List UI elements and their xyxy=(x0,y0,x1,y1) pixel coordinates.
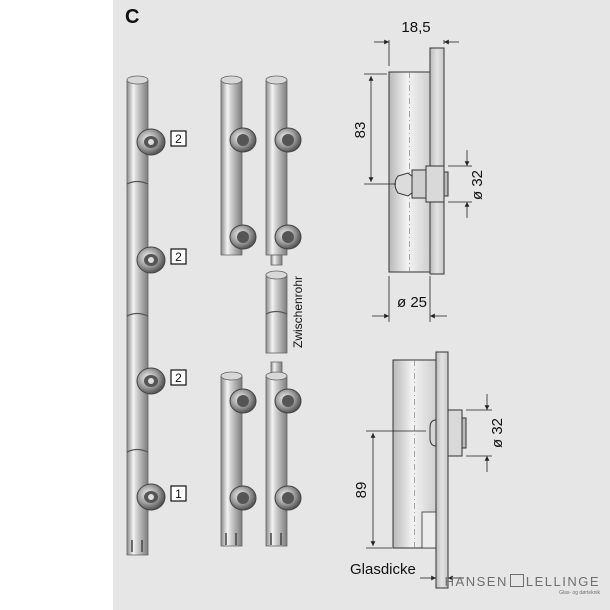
short-tube-top-right xyxy=(265,75,302,266)
badge-2: 2 xyxy=(170,130,187,147)
long-tube-assembly xyxy=(126,75,166,556)
dim-height-bottom: 89 xyxy=(353,482,370,499)
knob xyxy=(274,127,302,153)
knob xyxy=(274,485,302,511)
knob xyxy=(274,224,302,250)
dim-height-top: 83 xyxy=(352,122,369,139)
brand-logo-icon xyxy=(509,574,524,587)
dim-knob-diameter-top: ø 32 xyxy=(469,170,486,200)
knob xyxy=(229,127,257,153)
brand-tagline: Glas- og dørteknik xyxy=(559,590,600,596)
knob xyxy=(136,367,166,395)
short-tube-bottom-left xyxy=(220,371,257,547)
section-letter: C xyxy=(125,6,140,28)
knob xyxy=(229,224,257,250)
top-section-drawing xyxy=(364,39,472,322)
svg-text:2: 2 xyxy=(175,250,182,264)
badge-2: 2 xyxy=(170,369,187,386)
badge-1: 1 xyxy=(170,485,187,502)
dim-tube-diameter: ø 25 xyxy=(397,294,427,311)
brand-watermark: HANSEN LELLINGE Glas- og dørteknik xyxy=(445,574,600,596)
glasdicke-label: Glasdicke xyxy=(350,561,416,578)
short-tube-bottom-right xyxy=(265,361,302,547)
diagram-panel xyxy=(113,0,610,610)
knob xyxy=(274,388,302,414)
dim-width: 18,5 xyxy=(401,19,430,36)
svg-text:2: 2 xyxy=(175,371,182,385)
zwischenrohr-label: Zwischenrohr xyxy=(291,276,305,348)
knob xyxy=(229,485,257,511)
intermediate-tube xyxy=(265,270,288,354)
brand-name-left: HANSEN xyxy=(444,574,508,589)
svg-text:2: 2 xyxy=(175,132,182,146)
bottom-section-drawing xyxy=(366,351,492,589)
knob xyxy=(229,388,257,414)
svg-text:1: 1 xyxy=(175,487,182,501)
knob xyxy=(136,128,166,156)
short-tube-top-left xyxy=(220,75,257,256)
badge-2: 2 xyxy=(170,248,187,265)
dim-knob-diameter-bottom: ø 32 xyxy=(489,418,506,448)
knob xyxy=(136,246,166,274)
knob xyxy=(136,483,166,511)
brand-name-right: LELLINGE xyxy=(525,574,600,589)
